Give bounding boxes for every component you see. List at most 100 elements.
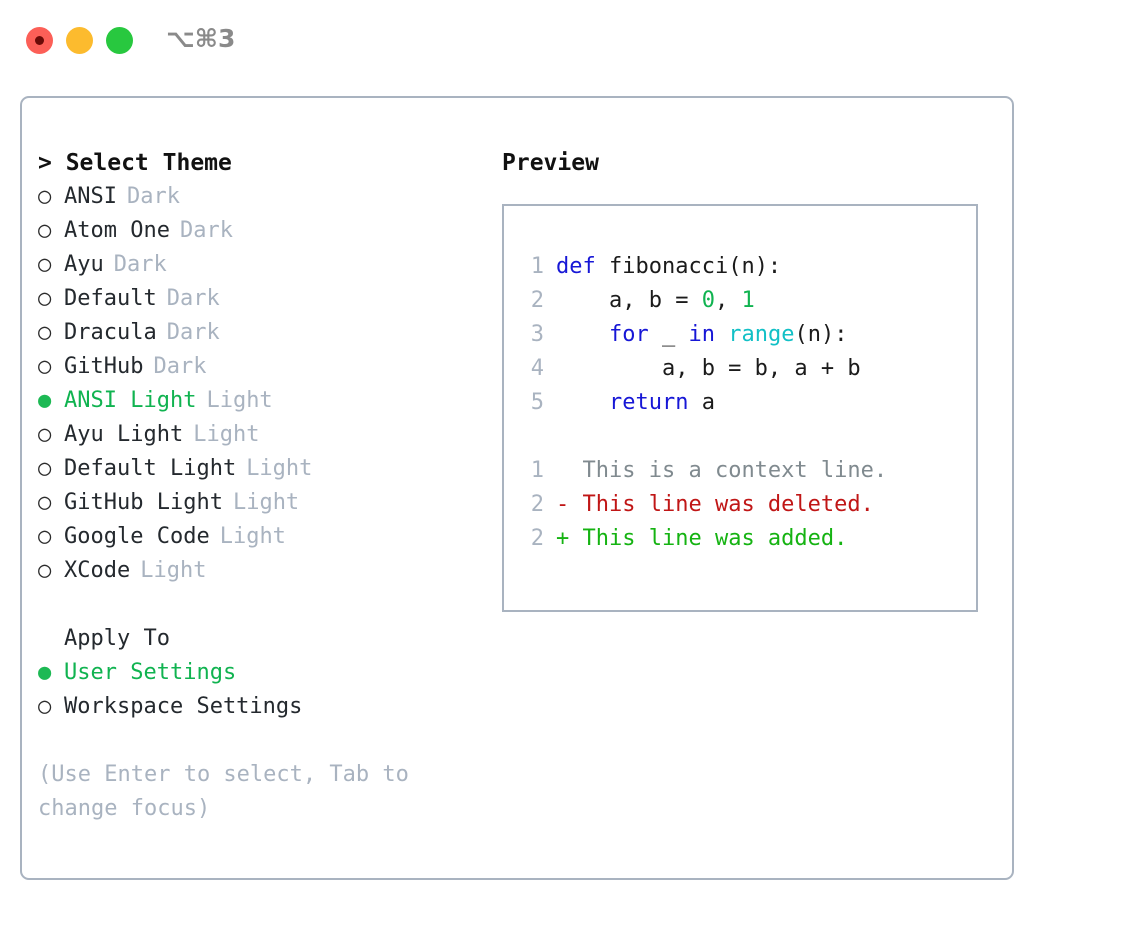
close-window-button[interactable] bbox=[26, 27, 53, 54]
code-line-text: + This line was added. bbox=[544, 526, 847, 551]
theme-option-variant: Light bbox=[246, 456, 313, 481]
radio-selected-icon[interactable]: ● bbox=[38, 388, 52, 413]
line-number: 1 bbox=[530, 254, 544, 279]
window-titlebar: ⌥⌘3 bbox=[0, 0, 1140, 78]
code-line-text: a, b = 0, 1 bbox=[544, 288, 755, 313]
line-number: 3 bbox=[530, 322, 544, 347]
theme-option-variant: Dark bbox=[179, 218, 233, 243]
minimize-window-button[interactable] bbox=[66, 27, 93, 54]
diff-marker: - bbox=[556, 492, 570, 517]
code-token: return bbox=[608, 390, 689, 415]
code-line: 5 return a bbox=[522, 386, 962, 420]
code-token: a, b = b, a + b bbox=[556, 356, 861, 381]
theme-option-variant: Light bbox=[140, 558, 207, 583]
code-token: (n): bbox=[794, 322, 848, 347]
radio-unselected-icon[interactable]: ○ bbox=[38, 320, 52, 345]
radio-unselected-icon[interactable]: ○ bbox=[38, 218, 52, 243]
theme-option-row[interactable]: ○ Google Code Light bbox=[38, 520, 478, 554]
code-line-text: a, b = b, a + b bbox=[544, 356, 861, 381]
theme-option-variant: Light bbox=[219, 524, 286, 549]
code-token: for bbox=[608, 322, 649, 347]
code-line-text: This is a context line. bbox=[544, 458, 888, 483]
radio-unselected-icon[interactable]: ○ bbox=[38, 184, 52, 209]
diff-marker-gap bbox=[569, 458, 582, 483]
code-token: in bbox=[688, 322, 715, 347]
theme-option-name: Atom One bbox=[64, 218, 170, 243]
theme-option-name: GitHub Light bbox=[64, 490, 223, 515]
radio-unselected-icon[interactable]: ○ bbox=[38, 694, 52, 719]
theme-option-name: Ayu bbox=[64, 252, 104, 277]
diff-line-text: This line was deleted. bbox=[582, 492, 874, 517]
diff-line-text: This line was added. bbox=[582, 526, 848, 551]
theme-option-row[interactable]: ○ Default Dark bbox=[38, 282, 478, 316]
radio-unselected-icon[interactable]: ○ bbox=[38, 456, 52, 481]
line-number: 2 bbox=[530, 288, 544, 313]
apply-to-option-name: User Settings bbox=[64, 660, 237, 685]
apply-to-list[interactable]: ● User Settings ○Workspace Settings bbox=[38, 656, 478, 724]
code-line: 2 a, b = 0, 1 bbox=[522, 284, 962, 318]
code-token: a bbox=[688, 390, 715, 415]
code-token: , bbox=[714, 288, 742, 313]
theme-panel-heading: > Select Theme bbox=[38, 150, 232, 176]
theme-option-name: Dracula bbox=[64, 320, 157, 345]
radio-unselected-icon[interactable]: ○ bbox=[38, 252, 52, 277]
code-line: 3 for _ in range(n): bbox=[522, 318, 962, 352]
radio-unselected-icon[interactable]: ○ bbox=[38, 558, 52, 583]
code-token: 1 bbox=[741, 288, 755, 313]
theme-option-variant: Dark bbox=[126, 184, 180, 209]
line-number: 4 bbox=[530, 356, 544, 381]
theme-option-name: ANSI Light bbox=[64, 388, 197, 413]
code-token: range bbox=[728, 322, 795, 347]
theme-option-row[interactable]: ○ Ayu Dark bbox=[38, 248, 478, 282]
theme-option-variant: Dark bbox=[153, 354, 207, 379]
window-title: ⌥⌘3 bbox=[166, 24, 236, 53]
line-number: 1 bbox=[530, 458, 544, 483]
line-number: 5 bbox=[530, 390, 544, 415]
preview-panel: Preview bbox=[502, 146, 1002, 180]
theme-option-name: Ayu Light bbox=[64, 422, 184, 447]
theme-option-name: ANSI bbox=[64, 184, 117, 209]
maximize-window-button[interactable] bbox=[106, 27, 133, 54]
code-line-text: return a bbox=[544, 390, 715, 415]
code-token bbox=[556, 322, 609, 347]
theme-option-variant: Dark bbox=[113, 252, 167, 277]
radio-unselected-icon[interactable]: ○ bbox=[38, 524, 52, 549]
theme-option-row[interactable]: ○ Atom One Dark bbox=[38, 214, 478, 248]
diff-marker-gap bbox=[569, 526, 582, 551]
radio-unselected-icon[interactable]: ○ bbox=[38, 490, 52, 515]
code-token bbox=[556, 390, 609, 415]
code-token: def bbox=[556, 254, 596, 279]
code-line-text: for _ in range(n): bbox=[544, 322, 847, 347]
theme-option-name: Default bbox=[64, 286, 157, 311]
apply-to-label: Apply To bbox=[64, 626, 170, 651]
theme-option-row[interactable]: ● ANSI Light Light bbox=[38, 384, 478, 418]
apply-to-option-row[interactable]: ● User Settings bbox=[38, 656, 478, 690]
diff-marker: + bbox=[556, 526, 570, 551]
radio-unselected-icon[interactable]: ○ bbox=[38, 286, 52, 311]
code-line: 4 a, b = b, a + b bbox=[522, 352, 962, 386]
radio-selected-icon[interactable]: ● bbox=[38, 660, 52, 685]
theme-option-variant: Dark bbox=[166, 286, 220, 311]
theme-option-row[interactable]: ○ ANSI Dark bbox=[38, 180, 478, 214]
diff-marker-gap bbox=[569, 492, 582, 517]
code-line-text: def fibonacci(n): bbox=[544, 254, 781, 279]
code-diff-separator bbox=[522, 420, 962, 454]
radio-unselected-icon[interactable]: ○ bbox=[38, 422, 52, 447]
theme-option-variant: Light bbox=[206, 388, 273, 413]
apply-to-option-row[interactable]: ○Workspace Settings bbox=[38, 690, 478, 724]
theme-option-name: Google Code bbox=[64, 524, 210, 549]
close-icon bbox=[35, 36, 44, 45]
radio-unselected-icon[interactable]: ○ bbox=[38, 354, 52, 379]
preview-panel-heading: Preview bbox=[502, 150, 599, 176]
